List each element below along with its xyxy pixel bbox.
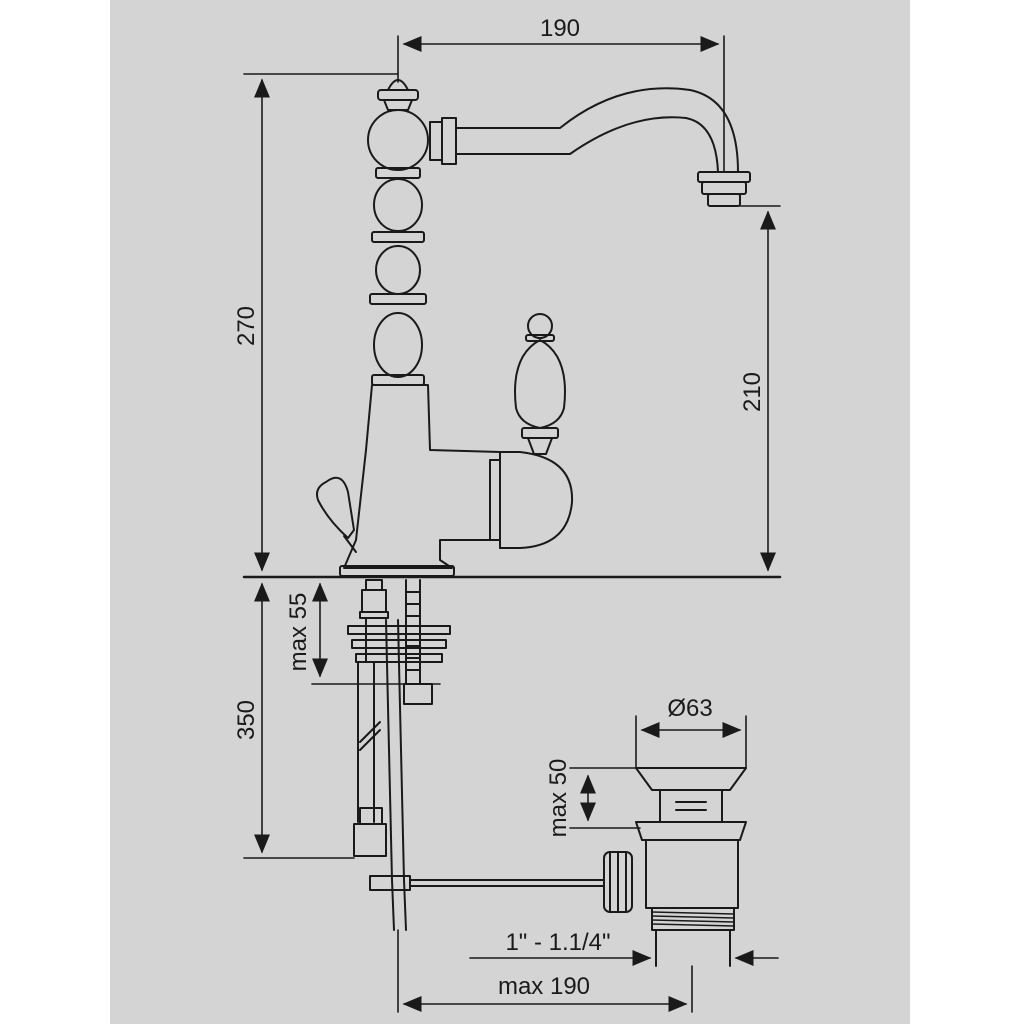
dim-label-drain-thread: 1" - 1.1/4": [505, 929, 610, 956]
dim-label-total-height: 270: [233, 306, 260, 346]
drawing-panel: [110, 0, 910, 1024]
drain-rod: [369, 619, 633, 931]
drain-waste: [635, 767, 747, 967]
spout: [429, 87, 751, 207]
dim-label-spout-height: 210: [739, 372, 766, 412]
dim-label-drain-max-reach: max 190: [498, 973, 590, 1000]
faucet-body: [339, 79, 501, 577]
dimension-lines: [243, 35, 781, 1013]
supply-hose: [353, 617, 387, 857]
dim-label-drain-max-height: max 50: [545, 759, 572, 838]
dim-label-hose-length: 350: [233, 700, 260, 740]
dim-label-drain-diameter: Ø63: [667, 695, 712, 722]
mixer-lever: [489, 313, 574, 549]
dim-label-max-thickness: max 55: [285, 593, 312, 672]
drain-lever: [316, 476, 357, 553]
dim-label-spout-reach: 190: [540, 15, 580, 42]
